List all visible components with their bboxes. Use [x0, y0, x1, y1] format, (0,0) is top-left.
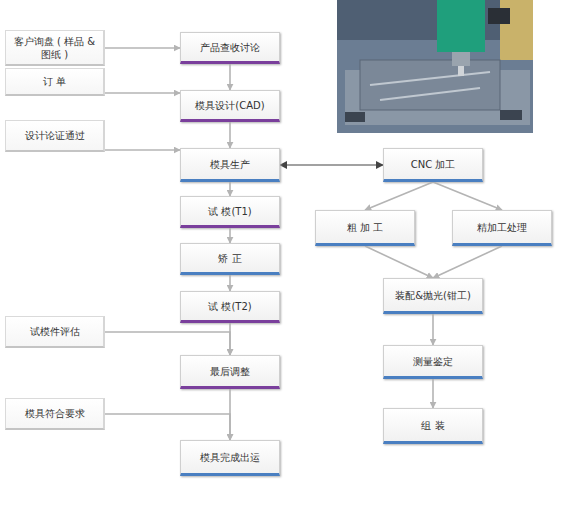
process-box: 模具完成出运	[180, 440, 280, 476]
flow-arrow	[432, 379, 434, 408]
input-box: 试模件评估	[5, 316, 105, 348]
node-label: 模具完成出运	[200, 451, 260, 464]
node-label: 试 模(T1)	[208, 205, 251, 218]
mold-block	[360, 60, 500, 110]
flow-arrow	[229, 122, 231, 148]
process-box: 模具生产	[180, 148, 280, 182]
process-box: 模具设计(CAD)	[180, 90, 280, 122]
node-label: 客户询盘 ( 样品 & 图纸 )	[9, 35, 100, 61]
process-box: 试 模(T1)	[180, 196, 280, 228]
mold-groove	[380, 88, 480, 100]
node-label: 最后调整	[210, 365, 250, 378]
process-box: 粗 加 工	[315, 210, 415, 246]
node-label: 模具生产	[210, 158, 250, 171]
process-box: 精加工处理	[452, 210, 552, 246]
machine-label-plate	[488, 8, 510, 24]
node-label: 试模件评估	[30, 325, 80, 338]
clamp	[500, 110, 522, 120]
flow-arrow	[365, 246, 433, 278]
flow-arrow	[229, 275, 231, 291]
flow-arrow	[433, 246, 502, 278]
flow-arrow	[229, 228, 231, 243]
node-label: 模具符合要求	[25, 407, 85, 420]
flow-arrow	[105, 414, 230, 440]
process-box: 组 装	[383, 408, 483, 444]
flow-arrow	[105, 47, 180, 49]
process-box: 测量鉴定	[383, 345, 483, 379]
process-box: 试 模(T2)	[180, 291, 280, 323]
node-label: 组 装	[421, 419, 444, 432]
node-label: 测量鉴定	[413, 355, 453, 368]
flow-arrow	[229, 182, 231, 196]
spindle-head	[437, 0, 485, 52]
process-box: 矫 正	[180, 243, 280, 275]
input-box: 设计论证通过	[5, 120, 105, 152]
process-box: 产品查收讨论	[180, 32, 280, 64]
node-label: 装配&抛光(钳工)	[395, 289, 471, 302]
input-box: 客户询盘 ( 样品 & 图纸 )	[5, 30, 105, 66]
node-label: 产品查收讨论	[200, 41, 260, 54]
flow-arrow	[229, 64, 231, 90]
node-label: 粗 加 工	[347, 221, 383, 234]
node-label: CNC 加工	[411, 158, 456, 171]
flow-arrow	[365, 182, 433, 210]
input-box: 模具符合要求	[5, 398, 105, 430]
double-arrow	[280, 164, 383, 165]
flow-arrow	[105, 92, 180, 94]
flow-arrow	[433, 182, 502, 210]
process-box: 最后调整	[180, 355, 280, 389]
input-box: 订 单	[5, 68, 105, 96]
process-box: CNC 加工	[383, 148, 483, 182]
flow-arrow	[105, 332, 230, 355]
clamp	[345, 112, 365, 122]
mold-groove	[370, 72, 490, 85]
flow-arrow	[105, 149, 180, 151]
spindle-chuck	[452, 52, 470, 66]
node-label: 矫 正	[218, 252, 241, 265]
node-label: 模具设计(CAD)	[195, 99, 264, 112]
node-label: 精加工处理	[477, 221, 527, 234]
node-label: 设计论证通过	[25, 129, 85, 142]
node-label: 试 模(T2)	[208, 300, 251, 313]
cutter	[458, 66, 464, 76]
photo-background	[337, 0, 533, 133]
flow-arrow	[432, 314, 434, 345]
process-box: 装配&抛光(钳工)	[383, 278, 483, 314]
node-label: 订 单	[43, 75, 66, 88]
